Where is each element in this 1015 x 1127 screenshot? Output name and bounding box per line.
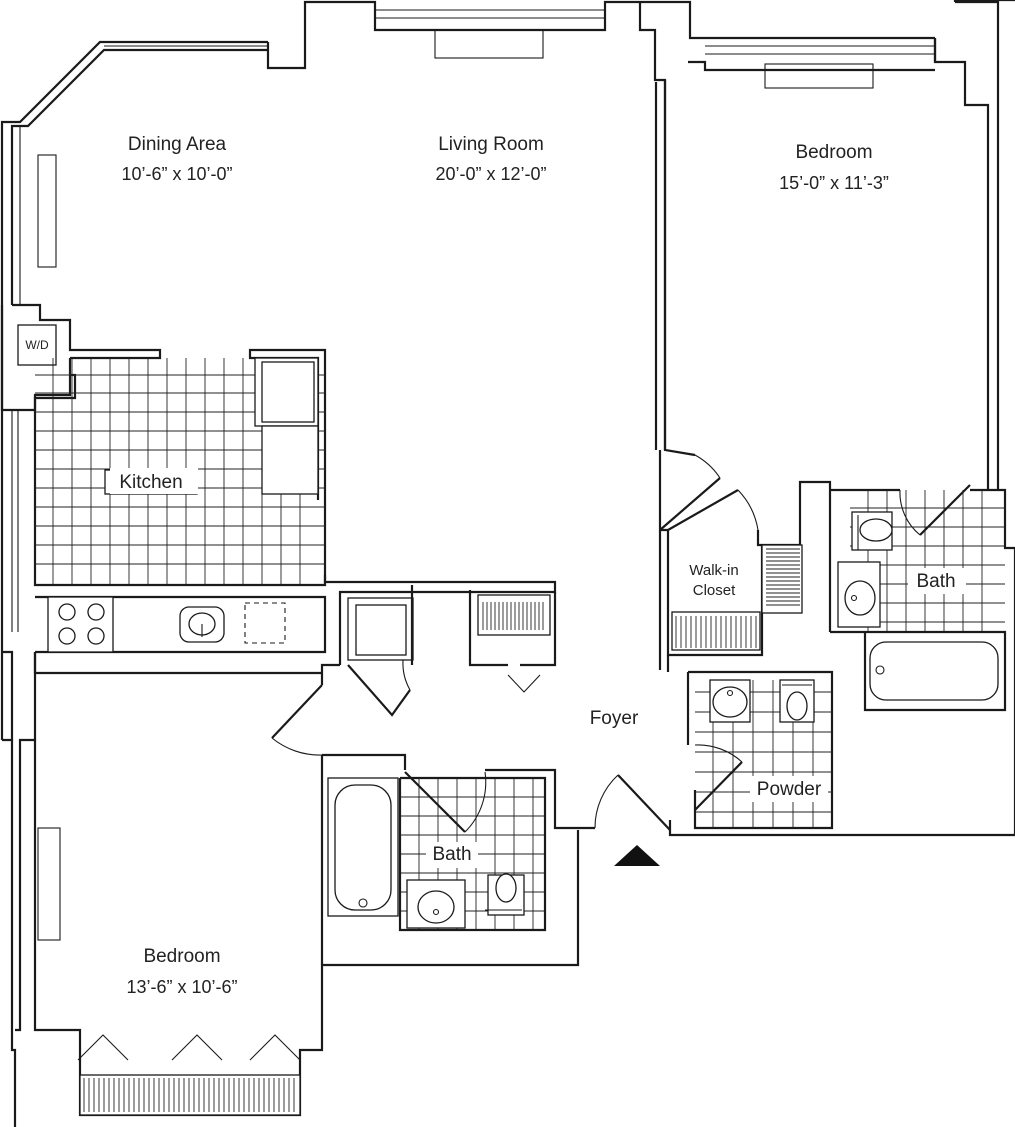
refrigerator-lower xyxy=(261,425,319,495)
kitchen-name: Kitchen xyxy=(119,472,182,493)
walk-in-closet-line1: Walk-in xyxy=(689,562,738,579)
central-closets xyxy=(320,575,557,717)
living-room-name: Living Room xyxy=(438,134,544,155)
second-bedroom-name: Bedroom xyxy=(143,946,220,967)
powder-name: Powder xyxy=(757,779,822,800)
right-side-walls xyxy=(578,450,1015,837)
hall-bath-name: Bath xyxy=(432,844,471,865)
second-bedroom-dims: 13’-6” x 10’-6” xyxy=(126,977,237,997)
master-bedroom-name: Bedroom xyxy=(795,142,872,163)
master-bath-name: Bath xyxy=(916,571,955,592)
walk-in-closet-line2: Closet xyxy=(693,582,736,599)
second-bedroom-walls xyxy=(2,650,580,1127)
outer-walls xyxy=(0,0,1015,740)
dining-room-name: Dining Area xyxy=(128,134,227,155)
foyer-name: Foyer xyxy=(590,708,639,729)
hall-bath xyxy=(322,753,578,932)
entry-arrow-icon xyxy=(614,845,660,866)
washer-dryer-label: W/D xyxy=(25,338,49,352)
kitchen-counter xyxy=(35,595,327,654)
master-bedroom-dims: 15’-0” x 11’-3” xyxy=(779,173,889,193)
dining-room-dims: 10’-6” x 10’-0” xyxy=(121,164,232,184)
living-room-dims: 20’-0” x 12’-0” xyxy=(435,164,546,184)
